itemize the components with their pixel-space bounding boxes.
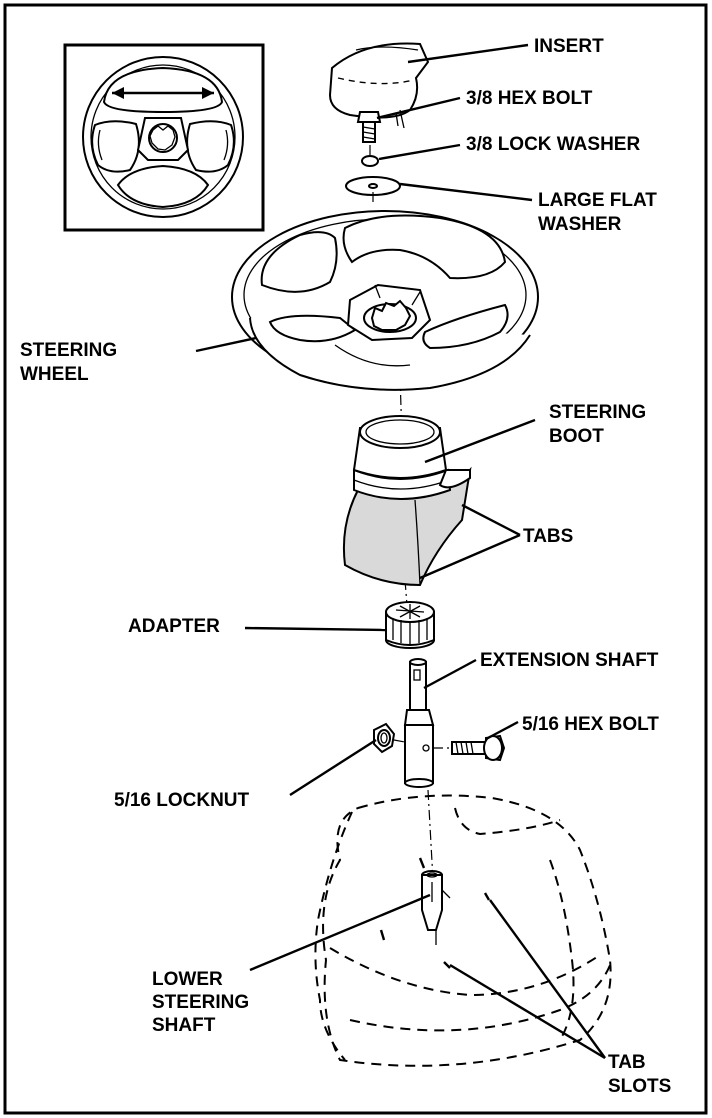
inset-top-view <box>63 43 265 232</box>
steering-boot-label-line1: STEERING <box>549 402 646 423</box>
steering-wheel-label-line1: STEERING <box>20 340 117 361</box>
tab-slots-leader-upper <box>489 899 606 1059</box>
steering-boot-part <box>342 415 472 587</box>
tabs-leader-lower <box>419 533 521 580</box>
lower-steering-shaft-label-line2: STEERING <box>152 992 249 1013</box>
hex-bolt-38-leader <box>376 96 461 120</box>
lower-steering-shaft-part <box>421 870 451 945</box>
large-flat-washer-part <box>345 176 401 196</box>
steering-boot-label-line2: BOOT <box>549 426 604 447</box>
tab-slots-label-line2: SLOTS <box>608 1076 671 1097</box>
steering-wheel-label-line2: WHEEL <box>20 364 89 385</box>
hex-bolt-516-part <box>433 734 506 762</box>
extension-shaft-leader <box>423 658 477 690</box>
large-flat-washer-leader <box>399 182 533 202</box>
steering-wheel-leader <box>195 336 257 353</box>
tabs-label: TABS <box>523 526 573 547</box>
lower-steering-shaft-label-line3: SHAFT <box>152 1015 216 1036</box>
steering-wheel-part <box>231 210 539 391</box>
tab-slot-marks <box>379 857 491 969</box>
hex-bolt-38-part <box>356 111 382 143</box>
adapter-label: ADAPTER <box>128 616 220 637</box>
large-flat-washer-label-line1: LARGE FLAT <box>538 190 657 211</box>
hex-bolt-516-leader <box>487 720 519 740</box>
diagram-frame <box>3 3 708 1115</box>
locknut-516-label: 5/16 LOCKNUT <box>114 790 250 811</box>
lower-steering-shaft-label-line1: LOWER <box>152 969 223 990</box>
locknut-516-part <box>373 722 406 754</box>
lower-steering-shaft-leader <box>249 893 431 972</box>
insert-part <box>328 42 430 129</box>
insert-label: INSERT <box>534 36 604 57</box>
hex-bolt-38-label: 3/8 HEX BOLT <box>466 88 593 109</box>
lock-washer-38-leader <box>378 143 461 161</box>
lock-washer-38-part <box>361 155 379 167</box>
tractor-hood-outline <box>314 794 613 1067</box>
tab-slots-leader-lower <box>449 963 606 1060</box>
tabs-leader-upper <box>461 503 521 537</box>
adapter-part <box>385 601 435 649</box>
extension-shaft-label: EXTENSION SHAFT <box>480 650 659 671</box>
insert-leader <box>407 43 529 64</box>
steering-boot-leader <box>424 418 536 464</box>
hex-bolt-516-label: 5/16 HEX BOLT <box>522 714 659 735</box>
large-flat-washer-label-line2: WASHER <box>538 214 622 235</box>
extension-shaft-part <box>403 658 435 788</box>
lock-washer-38-label: 3/8 LOCK WASHER <box>466 134 640 155</box>
tab-slots-label-line1: TAB <box>608 1052 646 1073</box>
locknut-516-leader <box>289 738 377 797</box>
adapter-leader <box>244 626 386 632</box>
assembly-axis <box>369 145 434 881</box>
